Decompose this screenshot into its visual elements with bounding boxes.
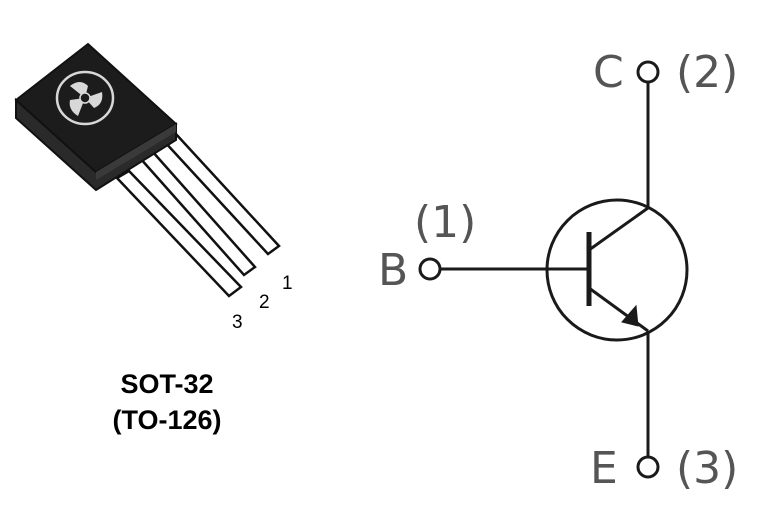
base-letter: B [378, 245, 408, 296]
collector-letter: C [593, 47, 624, 98]
package-drawing: 1 2 3 [14, 42, 293, 333]
base-pin-label: (1) [414, 197, 476, 248]
package-leads [115, 131, 281, 298]
package-name: SOT-32 [120, 369, 213, 399]
package-logo [55, 70, 115, 126]
emitter-diagonal [588, 286, 649, 333]
lead-pin-3 [115, 169, 243, 298]
pin-number-1: 1 [282, 273, 293, 294]
pin-number-3: 3 [232, 312, 243, 333]
base-terminal [418, 257, 442, 281]
collector-diagonal [588, 206, 649, 252]
emitter-arrow [621, 304, 639, 327]
transistor-symbol [418, 60, 689, 479]
package-front-edge [96, 124, 176, 180]
collector-pin-label: (2) [676, 47, 738, 98]
emitter-pin-label: (3) [676, 443, 738, 494]
collector-terminal [636, 60, 660, 84]
pin-number-2: 2 [259, 292, 270, 313]
emitter-terminal [636, 455, 660, 479]
package-alt-name: (TO-126) [112, 405, 221, 435]
emitter-letter: E [590, 443, 618, 494]
